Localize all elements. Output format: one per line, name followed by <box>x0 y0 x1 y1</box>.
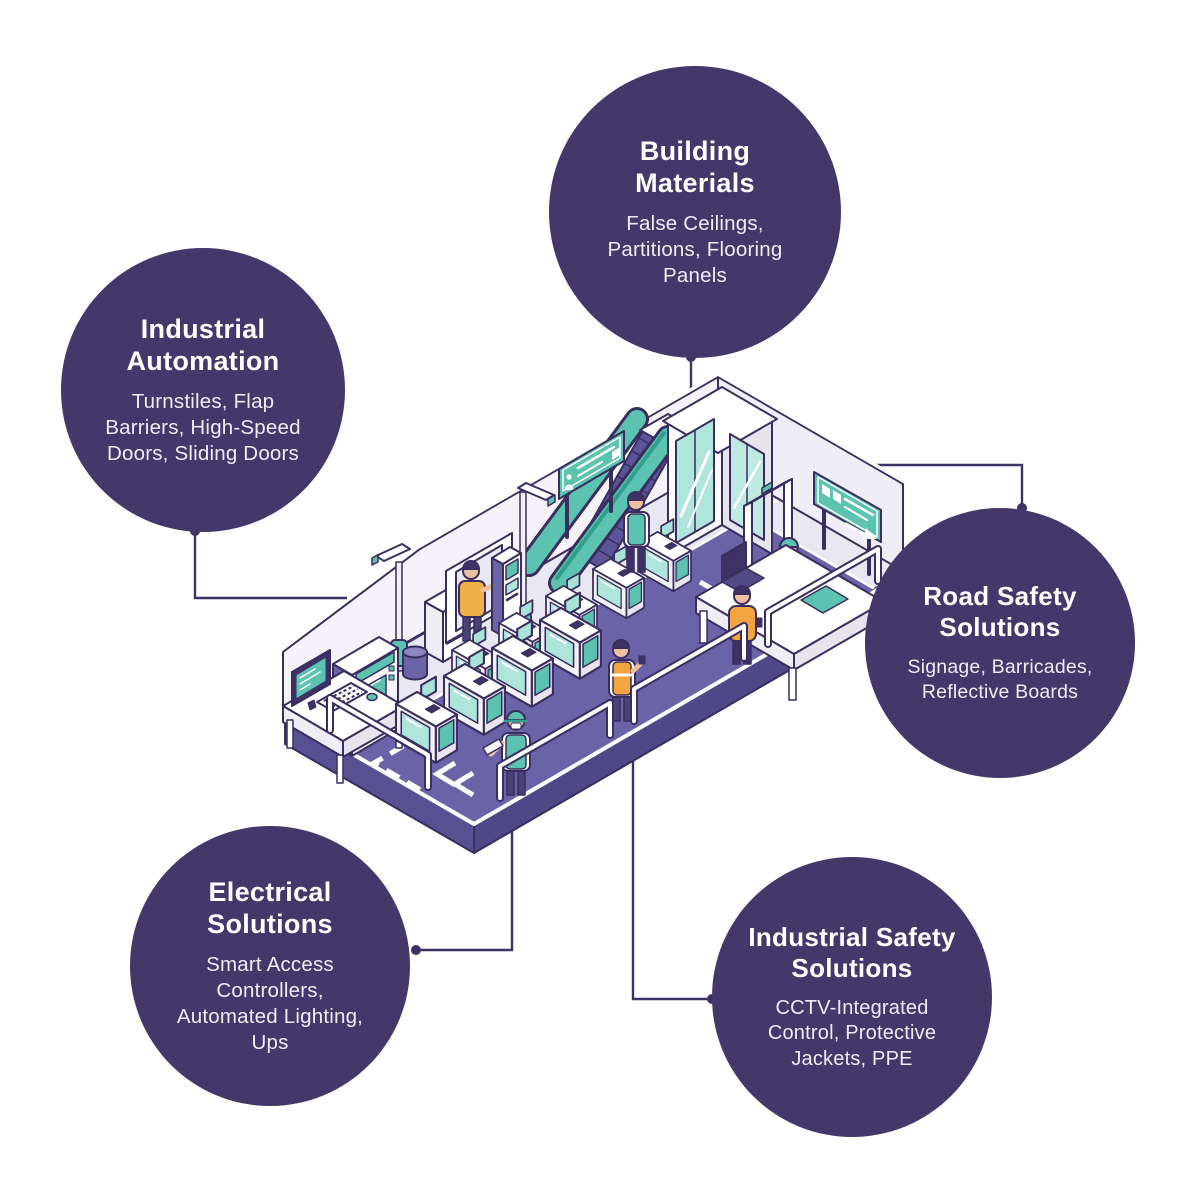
elevator <box>662 386 778 557</box>
bubble-title: Building Materials <box>635 135 755 198</box>
connector-industrial-automation <box>193 531 347 600</box>
bubble-title: Road Safety Solutions <box>923 581 1077 643</box>
connector-industrial-safety <box>631 750 712 1001</box>
bubble-industrial-automation: Industrial Automation Turnstiles, Flap B… <box>61 248 345 532</box>
bubble-subtitle: False Ceilings, Partitions, Flooring Pan… <box>607 212 783 288</box>
bubble-road-safety-solutions: Road Safety Solutions Signage, Barricade… <box>865 508 1135 778</box>
bubble-title: Industrial Safety Solutions <box>748 921 956 983</box>
bubble-building-materials: Building Materials False Ceilings, Parti… <box>549 66 841 358</box>
bubble-title: Industrial Automation <box>126 313 280 376</box>
bubble-subtitle: Turnstiles, Flap Barriers, High-Speed Do… <box>105 390 301 466</box>
cctv-camera-icon <box>375 543 411 562</box>
desk-pad <box>800 585 849 614</box>
trash-bin <box>402 645 428 681</box>
cctv-camera-icon <box>547 494 556 507</box>
floor-chevron <box>450 770 475 798</box>
platform-railings <box>326 545 882 802</box>
bubble-subtitle: Smart Access Controllers, Automated Ligh… <box>176 953 364 1055</box>
bubble-industrial-safety-solutions: Industrial Safety Solutions CCTV-Integra… <box>712 857 992 1137</box>
person-icon <box>565 484 573 490</box>
connector-electrical <box>416 820 514 952</box>
connector-road-safety <box>810 463 1024 508</box>
person-icon <box>566 474 572 480</box>
escalator-sign <box>558 430 625 539</box>
bubble-title: Electrical Solutions <box>207 876 333 939</box>
bubble-subtitle: CCTV-Integrated Control, Protective Jack… <box>767 997 937 1070</box>
bubble-electrical-solutions: Electrical Solutions Smart Access Contro… <box>130 826 410 1106</box>
mouse <box>366 692 378 702</box>
person-worker-orange-vest <box>608 639 646 722</box>
tablet <box>482 738 504 756</box>
metro-station-illustration <box>282 372 909 854</box>
person-staff-escalator <box>623 491 650 573</box>
info-kiosk <box>491 546 522 637</box>
connector-dot <box>411 945 421 955</box>
floor-chevron <box>432 760 457 788</box>
arrow-icon <box>844 522 870 538</box>
bubble-subtitle: Signage, Barricades, Reflective Boards <box>907 656 1093 704</box>
arrow-icon <box>863 528 877 539</box>
laptop <box>721 567 765 593</box>
person-passenger-portal <box>458 560 500 642</box>
queue-dashed-corner <box>369 731 426 795</box>
cctv-camera-icon <box>371 554 379 566</box>
